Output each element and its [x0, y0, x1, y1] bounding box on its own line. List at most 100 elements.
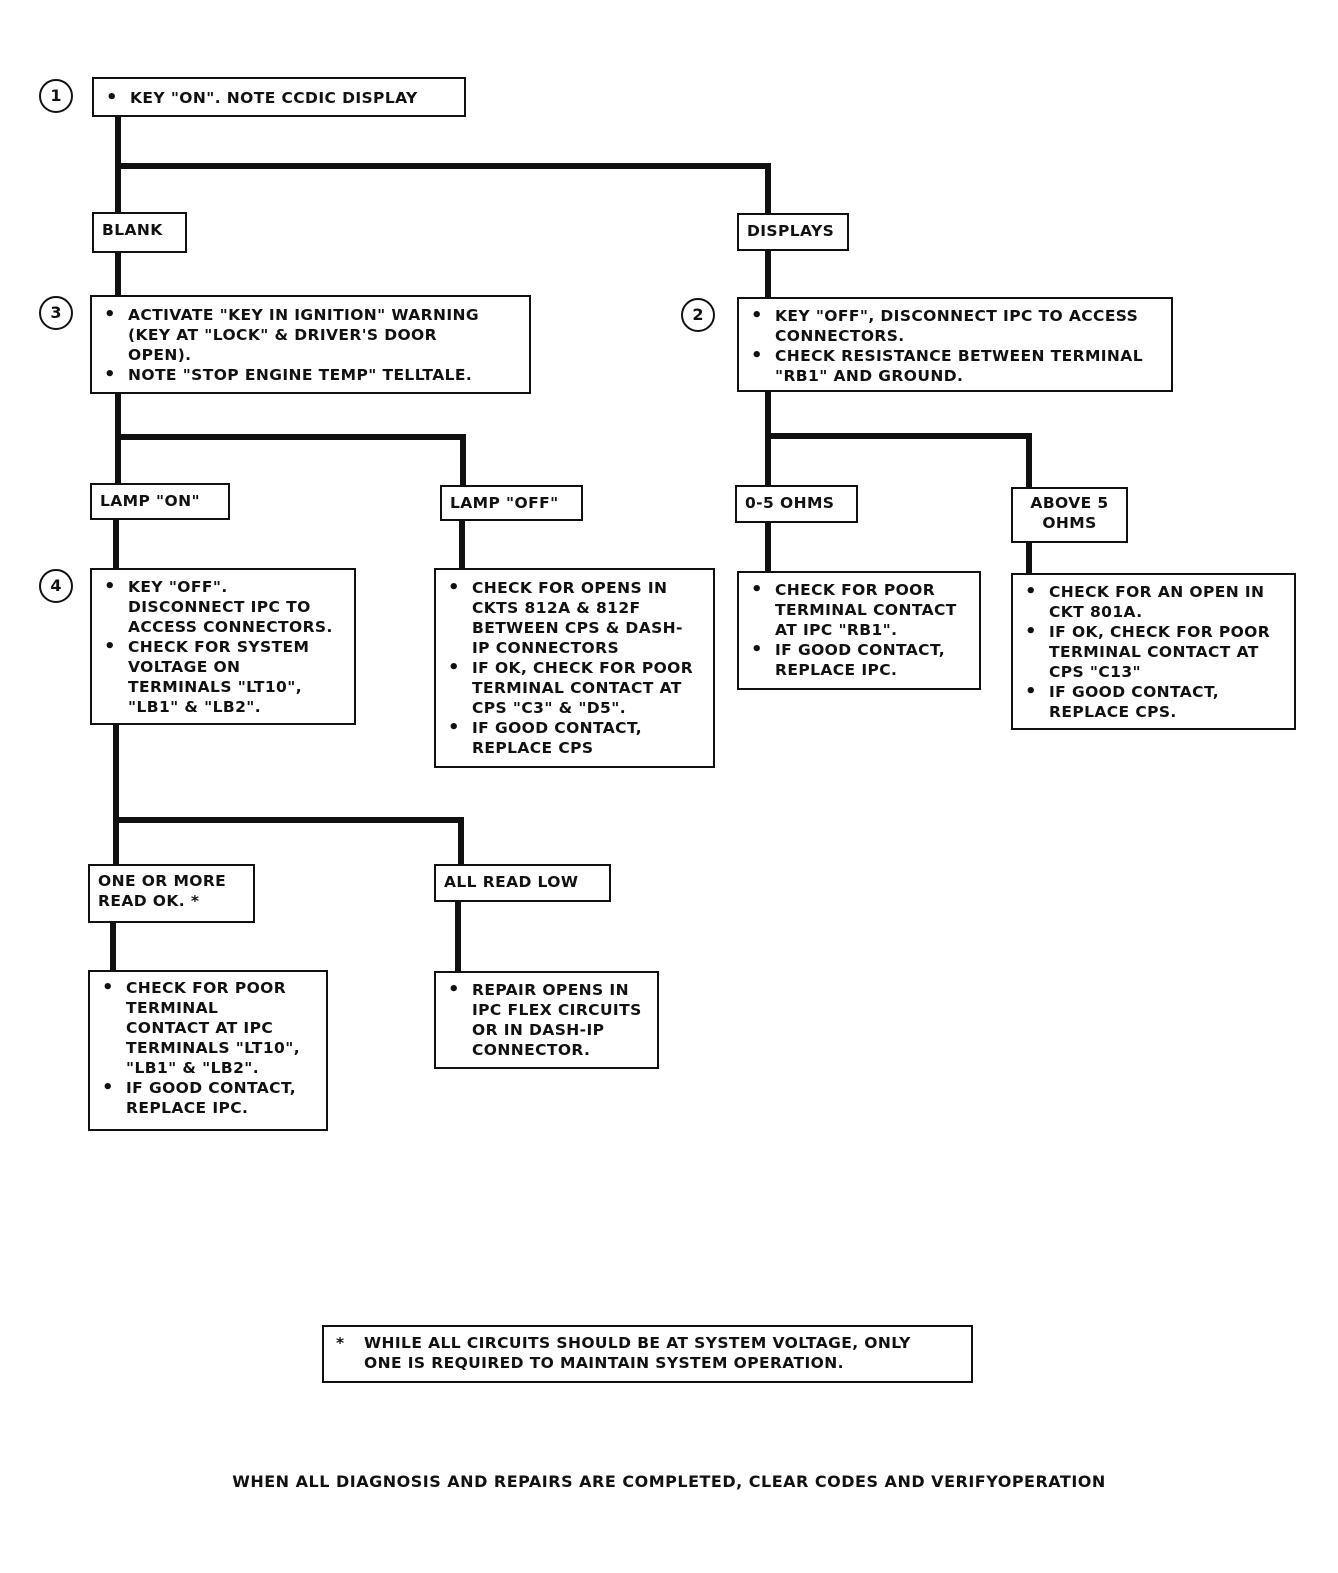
- text-line: IF GOOD CONTACT,: [775, 641, 946, 659]
- text-line: VOLTAGE ON: [128, 658, 241, 676]
- text-line: TERMINAL CONTACT AT: [472, 679, 682, 697]
- connector-line: [459, 519, 465, 570]
- text-line: "LB1" & "LB2".: [128, 698, 262, 716]
- label-lamp-off: LAMP "OFF": [440, 485, 583, 521]
- text-line: "LB1" & "LB2".: [126, 1059, 260, 1077]
- text-line: KEY "OFF", DISCONNECT IPC TO ACCESS: [775, 307, 1139, 325]
- text-line: CHECK FOR OPENS IN: [472, 579, 668, 597]
- text-line: IF GOOD CONTACT,: [1049, 683, 1220, 701]
- text-line: CONNECTOR.: [472, 1041, 591, 1059]
- label-displays: DISPLAYS: [737, 213, 849, 251]
- step-3-item: NOTE "STOP ENGINE TEMP" TELLTALE.: [98, 365, 523, 385]
- connector-line: [458, 817, 464, 867]
- text-line: OR IN DASH-IP: [472, 1021, 605, 1039]
- step-1-item: KEY "ON". NOTE CCDIC DISPLAY: [100, 88, 458, 108]
- step-3-item: ACTIVATE "KEY IN IGNITION" WARNING (KEY …: [98, 305, 523, 365]
- step-3-marker: 3: [39, 296, 73, 330]
- step-1-box: KEY "ON". NOTE CCDIC DISPLAY: [92, 77, 466, 117]
- footnote-line: WHILE ALL CIRCUITS SHOULD BE AT SYSTEM V…: [364, 1334, 911, 1352]
- text-line: CPS "C13": [1049, 663, 1141, 681]
- label-0-5-ohms: 0-5 OHMS: [735, 485, 858, 523]
- text-line: CHECK RESISTANCE BETWEEN TERMINAL: [775, 347, 1143, 365]
- step-4-box: KEY "OFF". DISCONNECT IPC TO ACCESS CONN…: [90, 568, 356, 725]
- text-line: TERMINAL CONTACT: [775, 601, 957, 619]
- read-low-item: REPAIR OPENS IN IPC FLEX CIRCUITS OR IN …: [442, 980, 651, 1060]
- connector-line: [765, 521, 771, 573]
- footnote-asterisk: *: [336, 1334, 345, 1352]
- text-line: REPLACE CPS.: [1049, 703, 1177, 721]
- text-line: IP CONNECTORS: [472, 639, 620, 657]
- text-line: KEY "OFF".: [128, 578, 228, 596]
- step-1-marker: 1: [39, 79, 73, 113]
- step-2-box: KEY "OFF", DISCONNECT IPC TO ACCESS CONN…: [737, 297, 1173, 392]
- connector-line: [115, 252, 121, 296]
- label-blank: BLANK: [92, 212, 187, 253]
- text-line: CKTS 812A & 812F: [472, 599, 641, 617]
- text-line: REPLACE CPS: [472, 739, 594, 757]
- text-line: CHECK FOR AN OPEN IN: [1049, 583, 1265, 601]
- text-line: CONTACT AT IPC: [126, 1019, 274, 1037]
- text-line: TERMINALS "LT10",: [128, 678, 302, 696]
- connector-line: [1026, 433, 1032, 488]
- completion-instruction: WHEN ALL DIAGNOSIS AND REPAIRS ARE COMPL…: [232, 1472, 1106, 1491]
- ohms-high-item: IF GOOD CONTACT, REPLACE CPS.: [1019, 682, 1288, 722]
- text-line: IF OK, CHECK FOR POOR: [472, 659, 694, 677]
- text-line: REPLACE IPC.: [126, 1099, 249, 1117]
- text-line: CKT 801A.: [1049, 603, 1143, 621]
- step-3-box: ACTIVATE "KEY IN IGNITION" WARNING (KEY …: [90, 295, 531, 394]
- label-one-or-more-read-ok: ONE OR MORE READ OK. *: [88, 864, 255, 923]
- text-line: DISCONNECT IPC TO: [128, 598, 311, 616]
- read-ok-action-box: CHECK FOR POOR TERMINAL CONTACT AT IPC T…: [88, 970, 328, 1131]
- step-2-item: CHECK RESISTANCE BETWEEN TERMINAL "RB1" …: [745, 346, 1165, 386]
- lamp-off-item: CHECK FOR OPENS IN CKTS 812A & 812F BETW…: [442, 578, 707, 658]
- text-line: CHECK FOR POOR: [775, 581, 936, 599]
- label-lamp-on: LAMP "ON": [90, 483, 230, 520]
- text-line: (KEY AT "LOCK" & DRIVER'S DOOR: [128, 326, 437, 344]
- lamp-off-item: IF OK, CHECK FOR POOR TERMINAL CONTACT A…: [442, 658, 707, 718]
- text-line: TERMINAL CONTACT AT: [1049, 643, 1259, 661]
- text-line: REPAIR OPENS IN: [472, 981, 629, 999]
- step-4-marker: 4: [39, 569, 73, 603]
- text-line: IPC FLEX CIRCUITS: [472, 1001, 642, 1019]
- read-low-action-box: REPAIR OPENS IN IPC FLEX CIRCUITS OR IN …: [434, 971, 659, 1069]
- text-line: REPLACE IPC.: [775, 661, 898, 679]
- text-line: TERMINAL: [126, 999, 219, 1017]
- connector-line: [110, 921, 116, 973]
- connector-line: [113, 518, 119, 570]
- text-line: OPEN).: [128, 346, 192, 364]
- ohms-high-action-box: CHECK FOR AN OPEN IN CKT 801A. IF OK, CH…: [1011, 573, 1296, 730]
- read-ok-item: IF GOOD CONTACT, REPLACE IPC.: [96, 1078, 320, 1118]
- text-line: NOTE "STOP ENGINE TEMP" TELLTALE.: [128, 366, 473, 384]
- connector-line: [765, 163, 771, 215]
- footnote-line: ONE IS REQUIRED TO MAINTAIN SYSTEM OPERA…: [364, 1354, 844, 1372]
- connector-line: [115, 163, 771, 169]
- step-4-item: CHECK FOR SYSTEM VOLTAGE ON TERMINALS "L…: [98, 637, 348, 717]
- connector-line: [113, 723, 119, 866]
- text-line: BETWEEN CPS & DASH-: [472, 619, 683, 637]
- ohms-high-item: IF OK, CHECK FOR POOR TERMINAL CONTACT A…: [1019, 622, 1288, 682]
- ohms-low-item: CHECK FOR POOR TERMINAL CONTACT AT IPC "…: [745, 580, 973, 640]
- connector-line: [460, 434, 466, 486]
- text-line: "RB1" AND GROUND.: [775, 367, 964, 385]
- ohms-high-item: CHECK FOR AN OPEN IN CKT 801A.: [1019, 582, 1288, 622]
- text-line: CHECK FOR POOR: [126, 979, 287, 997]
- lamp-off-action-box: CHECK FOR OPENS IN CKTS 812A & 812F BETW…: [434, 568, 715, 768]
- lamp-off-item: IF GOOD CONTACT, REPLACE CPS: [442, 718, 707, 758]
- connector-line: [765, 433, 1032, 439]
- text-line: ACCESS CONNECTORS.: [128, 618, 333, 636]
- connector-line: [115, 434, 466, 440]
- connector-line: [455, 900, 461, 974]
- connector-line: [1026, 541, 1032, 575]
- text-line: TERMINALS "LT10",: [126, 1039, 300, 1057]
- text-line: IF OK, CHECK FOR POOR: [1049, 623, 1271, 641]
- text-line: AT IPC "RB1".: [775, 621, 898, 639]
- text-line: ONE OR MORE: [98, 872, 227, 890]
- text-line: CONNECTORS.: [775, 327, 905, 345]
- footnote-box: * WHILE ALL CIRCUITS SHOULD BE AT SYSTEM…: [322, 1325, 973, 1383]
- text-line: OHMS: [1042, 514, 1097, 532]
- text-line: IF GOOD CONTACT,: [126, 1079, 297, 1097]
- read-ok-item: CHECK FOR POOR TERMINAL CONTACT AT IPC T…: [96, 978, 320, 1078]
- connector-line: [113, 817, 464, 823]
- text-line: READ OK. *: [98, 892, 200, 910]
